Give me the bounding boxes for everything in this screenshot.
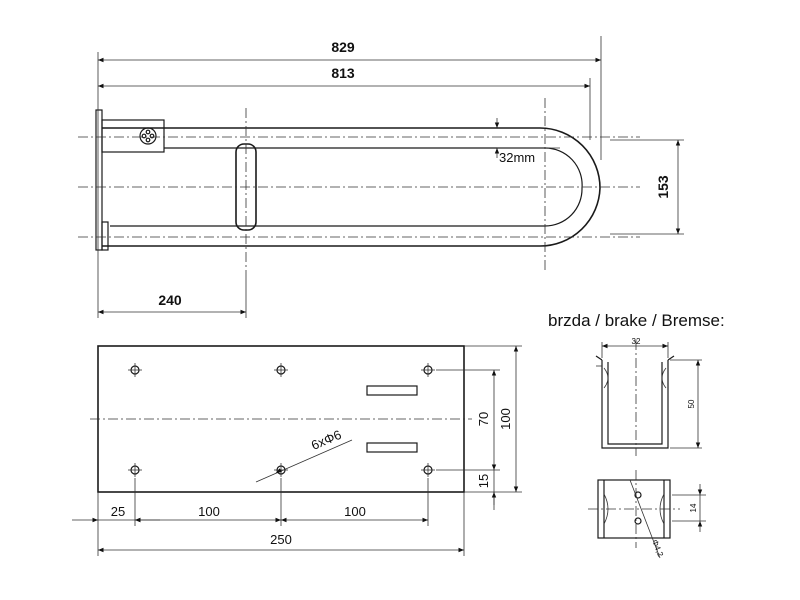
mounting-holes	[128, 363, 435, 477]
mount-block	[101, 119, 165, 153]
plate-slot	[366, 385, 418, 396]
dim-tube-diameter: 32mm	[499, 150, 535, 165]
mounting-plate-view: 6xΦ6 25 100 100 250 70 15 100	[72, 345, 522, 556]
tube-outer	[102, 127, 601, 247]
grab-bar-top-view: 829 813 32mm 153 240	[78, 36, 684, 318]
dim-grip-position: 240	[158, 292, 182, 308]
brake-dim-hole-spacing: 14	[689, 503, 698, 512]
brake-side-view: Φ4,2 14	[588, 470, 706, 558]
dim-hole-spacing-2: 100	[344, 504, 366, 519]
brake-front-view: 32 50	[595, 337, 702, 456]
brake-title: brzda / brake / Bremse:	[548, 311, 725, 330]
brake-dim-height: 50	[687, 399, 696, 408]
brake-hole	[634, 491, 642, 499]
dim-overall-length: 829	[331, 39, 355, 55]
dim-bottom-offset: 15	[476, 474, 491, 488]
brake-hole	[634, 517, 642, 525]
dim-plate-width: 250	[270, 532, 292, 547]
wall-plate-side	[95, 109, 103, 251]
dim-bar-width: 153	[655, 175, 671, 199]
brake-dim-width: 32	[632, 337, 641, 346]
tube-inner	[110, 147, 583, 227]
plate-slot	[366, 442, 418, 453]
brake-detail: brzda / brake / Bremse: 32 50	[548, 311, 725, 558]
dim-holes-vertical: 70	[476, 412, 491, 426]
dim-hole-spacing-1: 100	[198, 504, 220, 519]
dim-plate-height: 100	[498, 408, 513, 430]
brake-hole-label: Φ4,2	[650, 538, 665, 558]
hole-spec-label: 6xΦ6	[309, 427, 344, 453]
dim-plate-margin: 25	[111, 504, 125, 519]
dim-bar-length: 813	[331, 65, 355, 81]
